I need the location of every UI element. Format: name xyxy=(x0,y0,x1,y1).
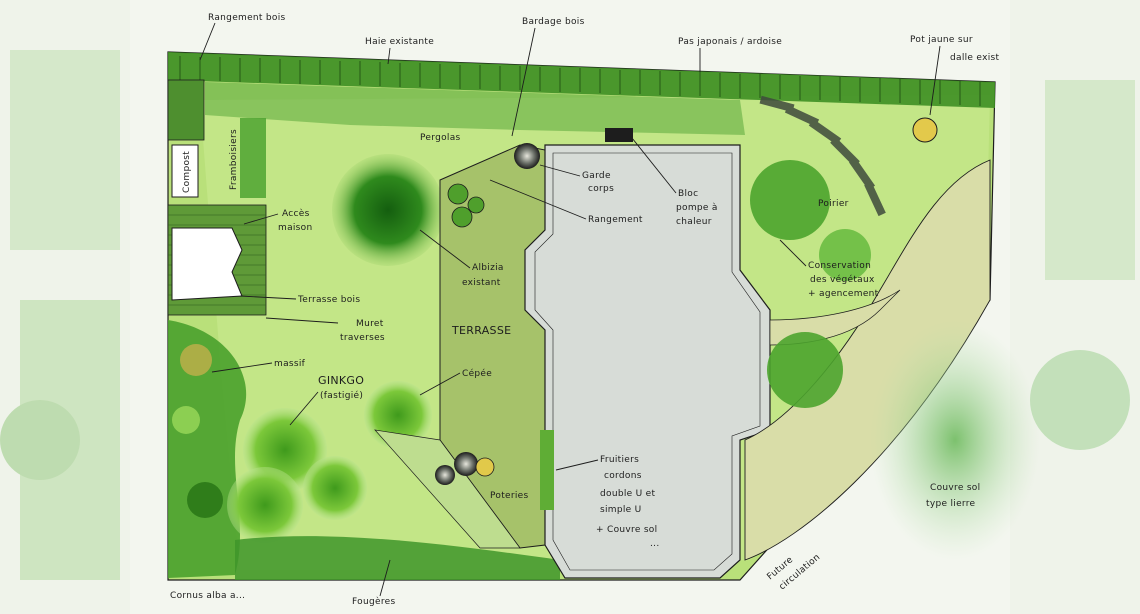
leader-ginkgo xyxy=(289,391,319,426)
leader-acces xyxy=(243,213,279,225)
label-rangement: Rangement xyxy=(588,215,643,225)
poterie-2 xyxy=(454,452,478,476)
label-conservation-2: des végétaux xyxy=(810,274,875,285)
existing-hedge xyxy=(168,52,995,108)
hedge-shadow xyxy=(205,82,745,135)
label-albizia: Albizia xyxy=(472,263,504,273)
label-garde-corps: Garde xyxy=(582,171,611,181)
garde-corps-pot-1 xyxy=(447,183,469,205)
rangement-pot-1 xyxy=(514,143,540,169)
wood-storage xyxy=(167,79,205,141)
raspberry-bed xyxy=(240,118,266,198)
poterie-1 xyxy=(435,465,455,485)
label-fruitiers-3: double U et xyxy=(600,489,656,499)
grey-building xyxy=(524,144,771,579)
label-cornus: Cornus alba a... xyxy=(170,591,245,601)
leader-haie xyxy=(387,47,391,65)
label-fruitiers-2: cordons xyxy=(604,471,642,481)
massif-flower-1 xyxy=(180,344,212,376)
faded-left-panel xyxy=(0,0,130,614)
label-acces-maison: Accès xyxy=(282,208,310,219)
massif-flower-3 xyxy=(187,482,223,518)
house-access xyxy=(171,227,243,301)
leader-albizia xyxy=(419,229,471,269)
right-shrub-1 xyxy=(750,160,830,240)
stepping-stones xyxy=(759,95,886,217)
leader-rangement xyxy=(489,179,587,220)
massif-flower-2 xyxy=(172,406,200,434)
label-rangement-bois: Rangement bois xyxy=(208,13,286,23)
compost-box xyxy=(171,144,199,198)
label-terrasse-bois: Terrasse bois xyxy=(297,295,360,305)
leader-fougeres xyxy=(379,559,391,597)
label-fruitiers: Fruitiers xyxy=(600,455,639,465)
label-albizia-2: existant xyxy=(462,278,501,288)
label-garde-corps-2: corps xyxy=(588,184,614,194)
label-couvre-sol: Couvre sol xyxy=(930,483,980,493)
label-pergolas: Pergolas xyxy=(420,133,461,143)
label-bloc: Bloc xyxy=(678,189,698,199)
right-shrub-3 xyxy=(819,229,871,281)
label-terrasse: TERRASSE xyxy=(451,324,511,337)
label-cepee: Cépée xyxy=(462,368,492,379)
leader-bardage xyxy=(511,27,536,137)
label-ginkgo: GINKGO xyxy=(318,374,364,387)
leader-pot xyxy=(929,45,941,116)
dark-tree xyxy=(332,154,444,266)
grey-building-inner xyxy=(534,152,761,571)
right-shrub-2 xyxy=(767,332,843,408)
ginkgo-tree-3 xyxy=(303,456,367,520)
hedge-strokes xyxy=(179,56,981,106)
heat-pump xyxy=(605,128,633,142)
garde-corps-pot-3 xyxy=(451,206,473,228)
label-pot-jaune: Pot jaune sur xyxy=(910,35,973,45)
label-poteries: Poteries xyxy=(490,491,529,501)
leader-cepee xyxy=(419,372,461,396)
labels: Rangement bois Haie existante Bardage bo… xyxy=(170,13,1000,607)
yellow-pot xyxy=(912,117,938,143)
label-poirier: Poirier xyxy=(818,199,849,209)
label-chaleur: chaleur xyxy=(676,217,712,227)
label-ginkgo-2: (fastigié) xyxy=(320,390,363,401)
fruit-cordons xyxy=(540,430,554,510)
left-massif xyxy=(168,320,247,578)
leader-fruitiers xyxy=(555,459,599,471)
faded-right-panel xyxy=(1010,0,1140,614)
label-dalle-exist: dalle exist xyxy=(950,53,1000,63)
label-conservation: Conservation xyxy=(808,261,871,271)
label-muret-2: traverses xyxy=(340,333,385,343)
fern-bed xyxy=(235,536,560,580)
label-fruitiers-5: + Couvre sol xyxy=(596,525,657,535)
ginkgo-tree-2 xyxy=(227,467,303,543)
label-pas-japonais: Pas japonais / ardoise xyxy=(678,37,782,47)
garde-corps-pot-2 xyxy=(467,196,485,214)
label-couvre-sol-2: type lierre xyxy=(926,499,976,509)
label-massif: massif xyxy=(274,359,306,369)
label-muret: Muret xyxy=(356,319,384,329)
label-acces-maison-2: maison xyxy=(278,223,312,233)
label-conservation-3: + agencement xyxy=(808,289,879,299)
label-fruitiers-6: ... xyxy=(650,539,659,549)
poterie-3 xyxy=(475,457,495,477)
compost-label: Compost xyxy=(182,151,192,193)
leader-massif xyxy=(211,362,273,373)
label-bardage-bois: Bardage bois xyxy=(522,17,585,27)
ivy-ground-cover xyxy=(870,320,1040,560)
leader-terrasse-bois xyxy=(239,295,297,300)
leader-rangement-bois xyxy=(199,22,216,61)
framboisiers-label: Framboisiers xyxy=(229,129,239,190)
leader-muret xyxy=(265,317,339,324)
leader-garde xyxy=(539,164,581,177)
label-haie-existante: Haie existante xyxy=(365,37,434,47)
leader-conservation xyxy=(779,239,807,267)
label-pompe: pompe à xyxy=(676,203,718,213)
label-fruitiers-4: simple U xyxy=(600,505,642,515)
diagonal-path xyxy=(374,429,521,549)
label-fougeres: Fougères xyxy=(352,596,395,607)
leader-bloc xyxy=(631,137,677,194)
